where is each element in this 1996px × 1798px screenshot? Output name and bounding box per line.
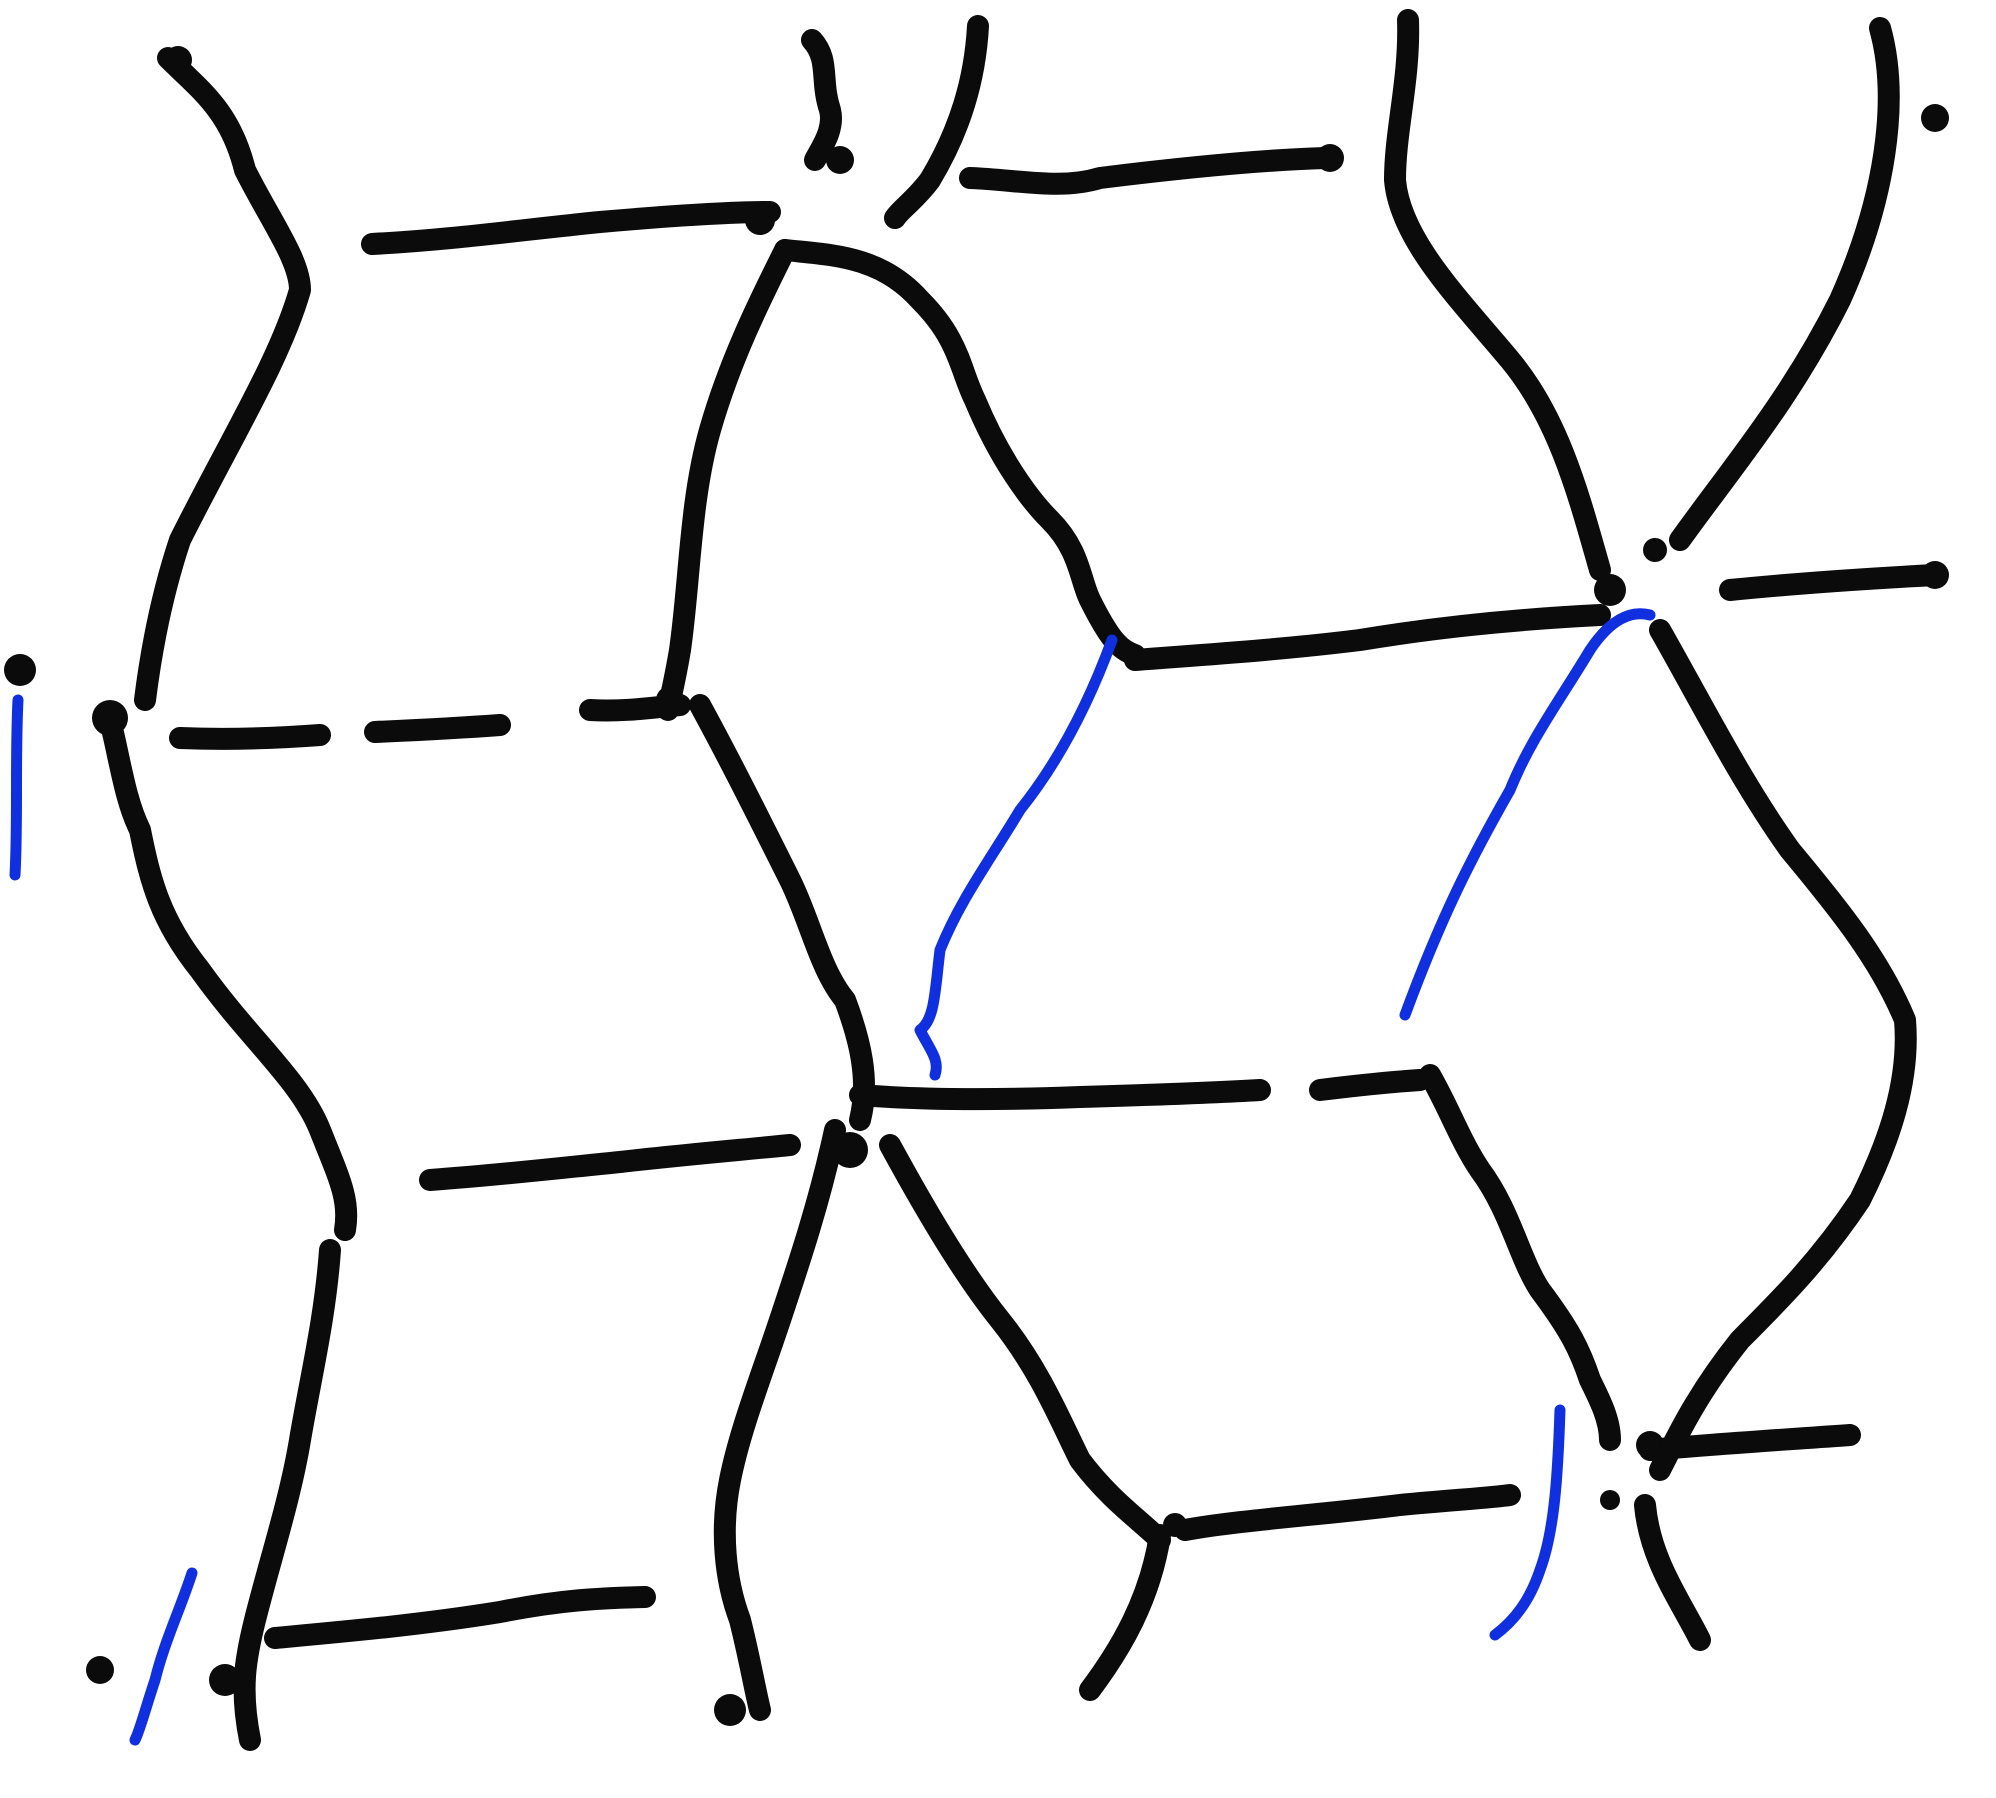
edge-center-down (713, 1119, 846, 1721)
edge-middle-horizontal (1124, 604, 1611, 671)
ink-blobs (4, 46, 1949, 1726)
edge-dash-2 (364, 714, 511, 743)
edge-right-descending (1419, 1064, 1621, 1451)
edge-inner-hex-topright (774, 239, 1146, 666)
edge-center-diagonal (689, 694, 875, 1131)
blob-14 (1600, 1490, 1620, 1510)
edge-inner-hex-left (657, 239, 796, 721)
blob-16 (209, 1664, 241, 1696)
edge-far-right-diagonal (1669, 17, 1900, 551)
edge-center-right-horizontal (849, 1079, 1271, 1111)
blob-8 (4, 654, 36, 686)
edge-right-wavy-down (1384, 9, 1611, 581)
edge-top-horizontal-1 (361, 201, 781, 255)
blob-17 (714, 1694, 746, 1726)
blob-13 (1636, 1431, 1664, 1459)
black-edges (99, 9, 1946, 1751)
edge-top-horizontal-2 (959, 147, 1336, 195)
edge-bottom-horizontal (1174, 1484, 1521, 1541)
blue-edge-center (914, 634, 1118, 1081)
edge-center-right-wavy (879, 1134, 1171, 1551)
blue-edges (9, 608, 1656, 1746)
edge-top-short-diagonal (884, 15, 989, 229)
blue-edge-left (9, 694, 24, 881)
blob-18 (1163, 1513, 1187, 1537)
blob-5 (1921, 104, 1949, 132)
blob-6 (1643, 538, 1667, 562)
blob-9 (92, 700, 128, 736)
edge-topleft-arc (134, 47, 311, 711)
edge-bottom-curve (1079, 1524, 1171, 1701)
blob-12 (1594, 574, 1626, 606)
edge-left-wavy (99, 709, 358, 1241)
edge-left-lower (233, 1239, 341, 1751)
blob-15 (86, 1656, 114, 1684)
edge-lower-left-horizontal (264, 1586, 656, 1649)
blue-edge-bottom-left (129, 1567, 198, 1746)
edge-bottom-right-horizontal (1639, 1424, 1861, 1461)
edge-bottom-right-down (1634, 1494, 1711, 1651)
blob-11 (832, 1132, 868, 1168)
edge-top-squiggle (801, 29, 842, 171)
blue-edge-bottom-right (1489, 1404, 1566, 1641)
edge-center-horizontal (419, 1134, 801, 1191)
blob-4 (826, 146, 854, 174)
edge-far-right-horizontal (1719, 564, 1946, 601)
edge-dash-1 (169, 724, 331, 750)
blob-7 (1921, 561, 1949, 589)
blob-2 (745, 205, 775, 235)
blob-3 (1316, 144, 1344, 172)
blue-edge-right (1399, 608, 1656, 1021)
blob-1 (164, 46, 192, 74)
edge-far-right-outer (1649, 619, 1917, 1481)
edge-center-right-dash (1309, 1069, 1431, 1101)
blob-10 (656, 686, 684, 714)
